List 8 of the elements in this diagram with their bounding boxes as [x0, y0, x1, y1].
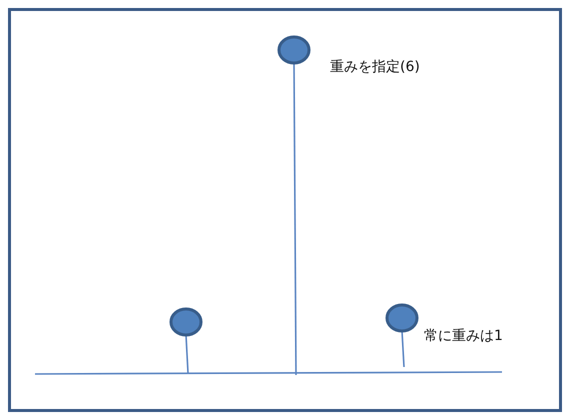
- stem-line: [293, 63, 297, 375]
- stem-line: [401, 330, 405, 368]
- circle-marker: [385, 303, 419, 333]
- weight-label: 重みを指定(6): [330, 58, 420, 76]
- circle-marker: [169, 307, 203, 337]
- stem-line: [185, 334, 189, 374]
- circle-marker: [277, 35, 311, 65]
- weight-label: 常に重みは1: [424, 327, 503, 345]
